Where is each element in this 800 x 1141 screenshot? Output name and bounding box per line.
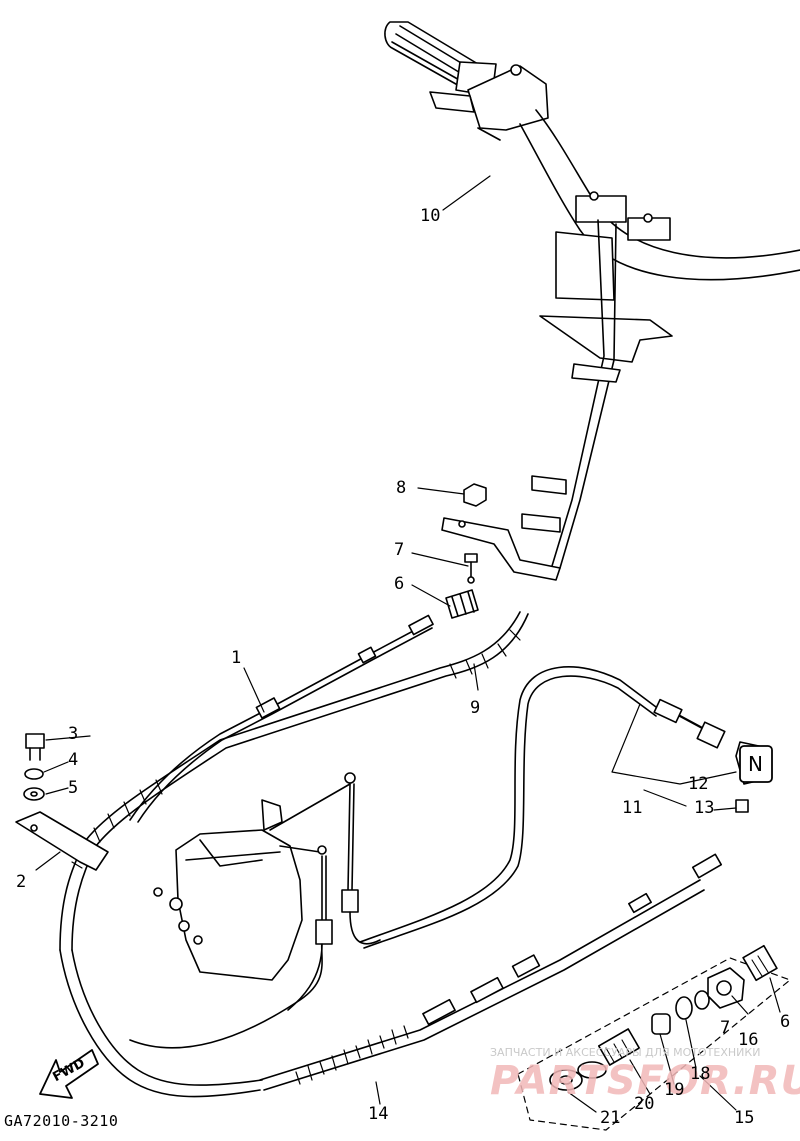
- callout-4: 4: [68, 750, 79, 770]
- leader-lines: [35, 175, 781, 1113]
- callout-12: 12: [688, 774, 709, 794]
- callout-8: 8: [396, 478, 407, 498]
- callout-14: 14: [368, 1104, 389, 1124]
- callout-10: 10: [420, 206, 441, 226]
- callout-21: 21: [600, 1108, 621, 1128]
- carburetor-assembly: [153, 772, 356, 981]
- watermark-subtitle: ЗАПЧАСТИ И АКСЕССУАРЫ ДЛЯ МОТОТЕХНИКИ: [490, 1046, 761, 1059]
- callout-7-upper: 7: [394, 540, 405, 560]
- diagram-code: GA72010-3210: [4, 1112, 119, 1130]
- callout-20: 20: [634, 1094, 655, 1114]
- callout-5: 5: [68, 778, 79, 798]
- watermark-title: PARTSFOR.RU: [490, 1058, 800, 1104]
- part-2-bracket: [15, 811, 109, 871]
- part-8-nut: [463, 483, 487, 507]
- steering-column: [521, 219, 621, 569]
- callout-15: 15: [734, 1108, 755, 1128]
- handlebar-clamp: [539, 191, 673, 363]
- callout-1: 1: [231, 648, 242, 668]
- callout-7-lower: 7: [720, 1018, 731, 1038]
- cable-9: [59, 611, 529, 951]
- callout-6-upper: 6: [394, 574, 405, 594]
- fwd-arrow-icon: [39, 1049, 99, 1099]
- part-3-bolt: [25, 733, 45, 761]
- fitting-exploded-parts: [517, 944, 791, 1131]
- cable-14: [259, 853, 723, 1091]
- callout-13: 13: [694, 798, 715, 818]
- callout-11: 11: [622, 798, 643, 818]
- throttle-housing: [429, 64, 549, 141]
- callout-2: 2: [16, 872, 27, 892]
- cable-loop-lower: [59, 939, 323, 1098]
- callout-9: 9: [470, 698, 481, 718]
- callout-3: 3: [68, 724, 79, 744]
- part-7-bolt: [464, 553, 478, 584]
- steering-bracket: [441, 517, 561, 581]
- callout-16: 16: [738, 1030, 759, 1050]
- neutral-symbol: N: [748, 752, 763, 776]
- callout-19: 19: [664, 1080, 685, 1100]
- neutral-indicator-tile: [739, 745, 773, 783]
- callout-18: 18: [690, 1064, 711, 1084]
- cable-1: [129, 614, 434, 823]
- callout-6-lower: 6: [780, 1012, 791, 1032]
- carb-cables: [287, 783, 381, 1011]
- part-6-grommet-upper: [445, 589, 479, 619]
- part-5-washer: [23, 787, 45, 801]
- part-4-washer: [24, 768, 44, 780]
